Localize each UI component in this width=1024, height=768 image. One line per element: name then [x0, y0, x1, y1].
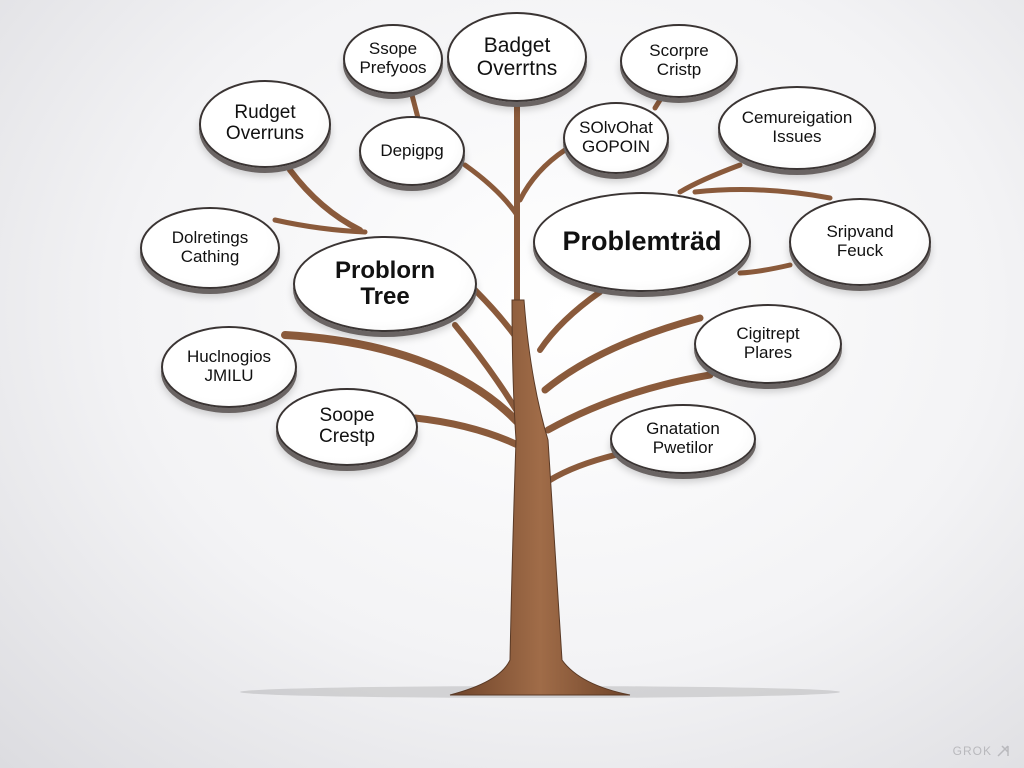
node-text: Cigitrept: [736, 324, 800, 344]
node-text: Feuck: [836, 241, 884, 260]
node-text: Rudget: [234, 102, 296, 124]
node-text: Issues: [772, 127, 822, 146]
node-text: JMILU: [204, 366, 254, 385]
watermark: GROK: [953, 744, 1010, 758]
node-text: Soope: [319, 405, 375, 427]
node-text: Scorpre: [649, 41, 709, 61]
watermark-text: GROK: [952, 744, 992, 758]
node-text: Badget: [483, 33, 551, 57]
node-text: SOlvOhat: [579, 118, 653, 138]
node-text: GOPOIN: [581, 137, 650, 156]
node-text: Problemträd: [562, 226, 722, 257]
node-text: Depigpg: [380, 140, 444, 160]
node-text: Pwetilor: [652, 438, 714, 457]
node-text: Plares: [743, 343, 793, 362]
tree-trunk: [449, 299, 631, 696]
node-text: Cemureigation: [741, 108, 853, 128]
node-text: Tree: [360, 283, 410, 310]
node-text: Prefyoos: [359, 58, 427, 77]
node-text: Overrtns: [476, 57, 558, 80]
node-text: Sripvand: [826, 222, 894, 242]
node-text: Ssope: [368, 39, 418, 59]
node-bubble-main: Problemträd: [533, 192, 751, 292]
node-text: Huclnogios: [186, 347, 272, 367]
node-text: Overruns: [225, 123, 305, 144]
node-bubble: Depigpg: [359, 116, 465, 186]
node-text: Problorn: [335, 256, 435, 284]
node-text: Cristp: [656, 60, 702, 79]
node-text: Dolretings: [171, 228, 249, 248]
node-text: Crestp: [319, 426, 375, 447]
node-text: Gnatation: [646, 419, 720, 439]
grok-logo-icon: [997, 745, 1009, 757]
node-text: Cathing: [180, 247, 240, 266]
